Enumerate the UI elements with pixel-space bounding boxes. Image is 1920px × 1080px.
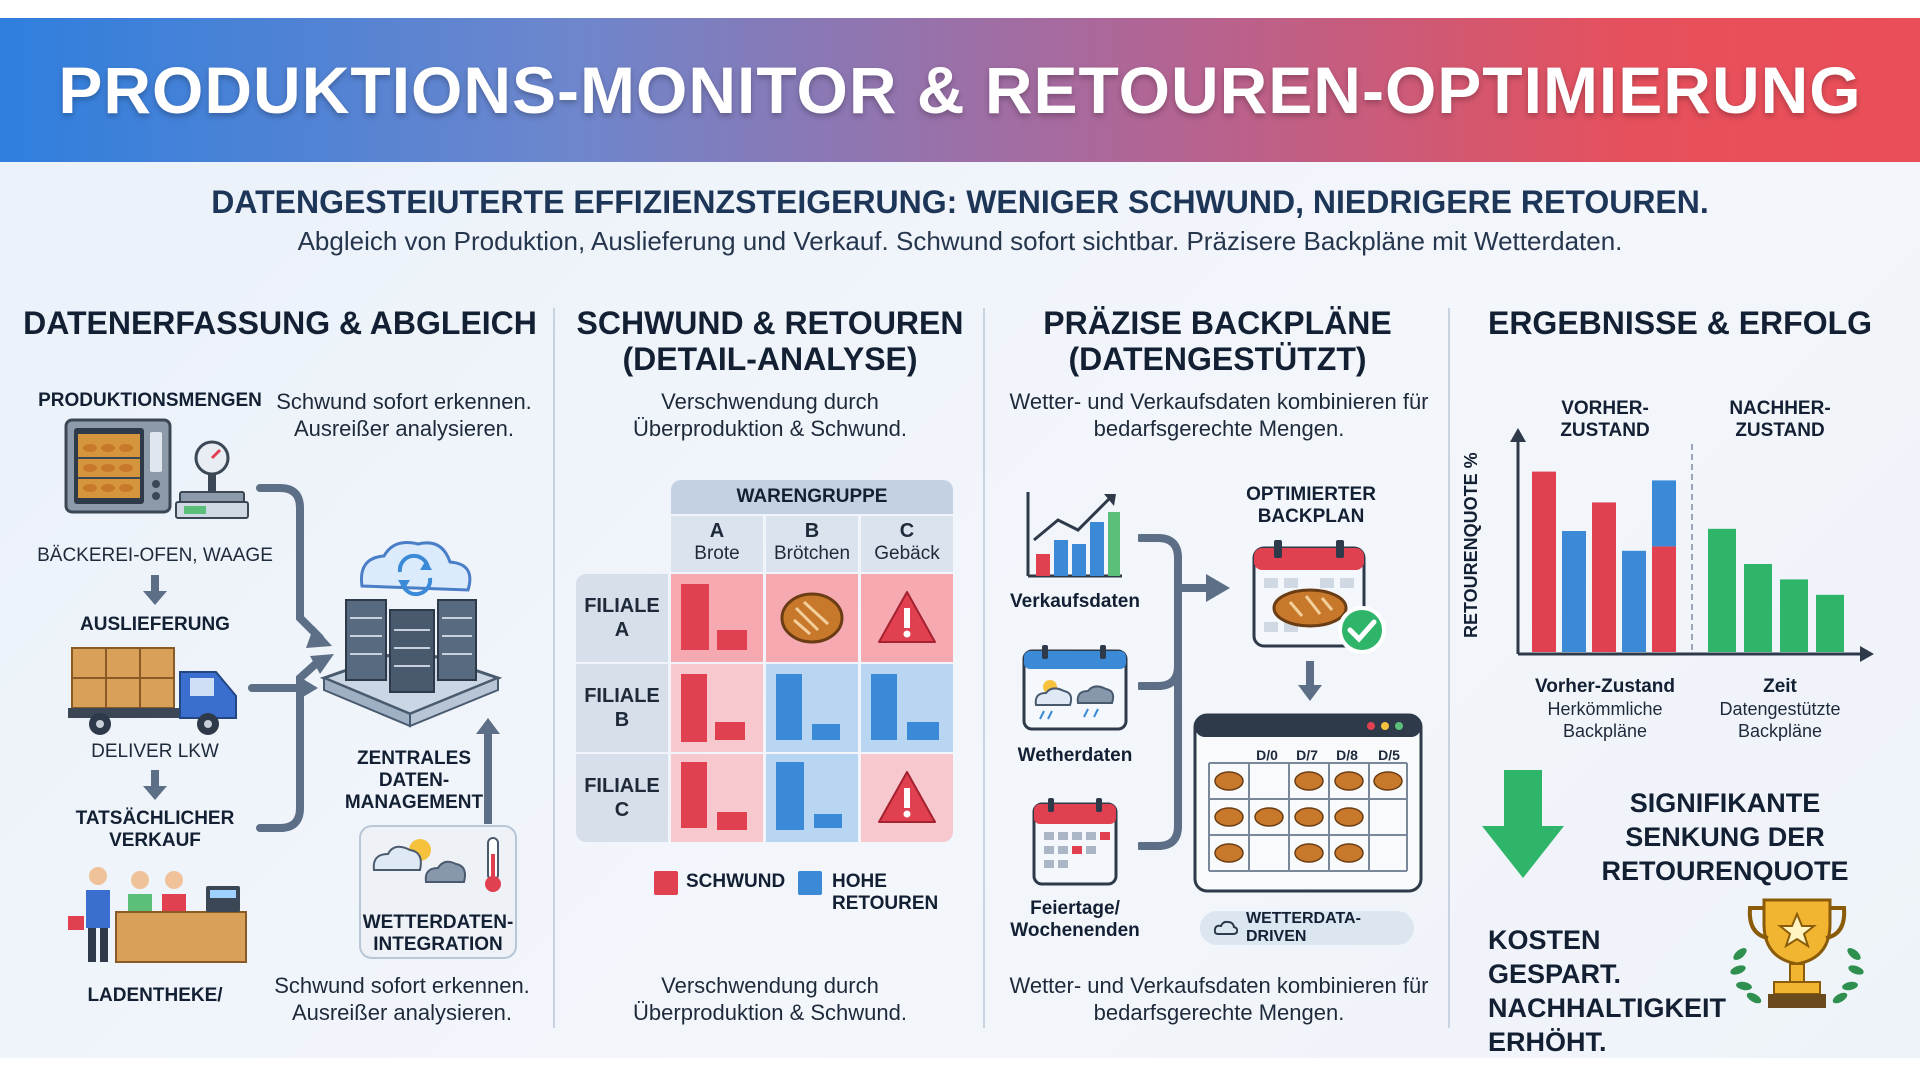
chart-bar-after bbox=[1744, 564, 1772, 652]
results-chart bbox=[1470, 428, 1876, 678]
cell-c-b bbox=[766, 754, 858, 842]
arrow-down-icon bbox=[143, 575, 167, 605]
cell-a-a bbox=[671, 574, 763, 662]
description: Abgleich von Produktion, Auslieferung un… bbox=[297, 226, 1623, 256]
legend-swatch-schwund bbox=[654, 871, 678, 895]
cell-b-b bbox=[766, 664, 858, 752]
plan-col-2: D/7 bbox=[1296, 747, 1318, 763]
arrow-down-icon bbox=[143, 770, 167, 800]
holiday-calendar-icon bbox=[1030, 796, 1120, 888]
scale-icon bbox=[174, 438, 250, 520]
holiday-label: Feiertage/ Wochenenden bbox=[1010, 898, 1140, 941]
oven-label: BÄCKEREI-OFEN, WAAGE bbox=[37, 545, 273, 566]
table-column-b: B Brötchen bbox=[766, 516, 858, 572]
col3-note-bottom: Wetter- und Verkaufsdaten kombinieren fü… bbox=[1009, 973, 1429, 1025]
infographic: PRODUKTIONS-MONITOR & RETOUREN-OPTIMIERU… bbox=[0, 18, 1920, 1058]
calendar-check-icon bbox=[1250, 538, 1390, 654]
before-head: VORHER-ZUSTAND bbox=[1560, 398, 1650, 441]
backplan-window bbox=[1193, 713, 1423, 893]
table-column-c: C Gebäck bbox=[861, 516, 953, 572]
chart-bar-before-blue bbox=[1652, 480, 1676, 547]
column-divider bbox=[1448, 308, 1450, 1028]
merge-arrows bbox=[1138, 518, 1238, 858]
col2-title: SCHWUND & RETOUREN (DETAIL-ANALYSE) bbox=[576, 305, 964, 377]
production-label: PRODUKTIONSMENGEN bbox=[38, 390, 262, 411]
optimized-plan-label: OPTIMIERTER BACKPLAN bbox=[1246, 484, 1376, 527]
col4-title: ERGEBNISSE & ERFOLG bbox=[1487, 305, 1873, 341]
x-before-title: Vorher-Zustand bbox=[1534, 676, 1676, 697]
table-group-header: WARENGRUPPE bbox=[671, 480, 953, 514]
server-cloud-icon bbox=[318, 538, 504, 738]
weather-calendar-icon bbox=[1020, 643, 1130, 733]
chart-bar-before-red bbox=[1532, 471, 1556, 652]
delivery-label: AUSLIEFERUNG bbox=[80, 614, 230, 635]
table-row-filiale-c: FILIALE C bbox=[576, 754, 668, 842]
col1-title: DATENERFASSUNG & ABGLEICH bbox=[23, 305, 537, 341]
x-after-title: Zeit bbox=[1763, 676, 1797, 697]
reduction-text: SIGNIFIKANTE SENKUNG DER RETOURENQUOTE bbox=[1601, 788, 1849, 886]
arrow-down-green-icon bbox=[1482, 770, 1564, 878]
y-axis bbox=[1510, 428, 1526, 654]
x-before-sub: Herkömmliche Backpläne bbox=[1547, 699, 1663, 741]
chart-bar-after bbox=[1708, 528, 1736, 652]
weatherdata-badge: WETTERDATA-DRIVEN bbox=[1200, 910, 1414, 945]
chart-bar-before-red bbox=[1652, 546, 1676, 652]
chart-bar-after bbox=[1816, 594, 1844, 652]
plan-col-1: D/0 bbox=[1256, 747, 1278, 763]
chart-bar-before-red bbox=[1592, 502, 1616, 652]
cloud-icon bbox=[1214, 920, 1238, 936]
sales-label: TATSÄCHLICHER VERKAUF bbox=[75, 808, 235, 851]
flow-arrows bbox=[240, 468, 350, 898]
title-banner: PRODUKTIONS-MONITOR & RETOUREN-OPTIMIERU… bbox=[0, 18, 1920, 162]
legend-schwund: SCHWUND bbox=[686, 871, 786, 892]
after-head: NACHHER-ZUSTAND bbox=[1729, 398, 1831, 441]
x-after-sub: Datengestützte Backpläne bbox=[1719, 699, 1841, 741]
column-divider bbox=[553, 308, 555, 1028]
sales-data-label: Verkaufsdaten bbox=[1010, 591, 1140, 612]
cell-c-a bbox=[671, 754, 763, 842]
chart-bar-before-blue bbox=[1562, 531, 1586, 652]
x-axis bbox=[1518, 646, 1874, 662]
plan-col-4: D/5 bbox=[1378, 747, 1400, 763]
col2-note-bottom: Verschwendung durch Überproduktion & Sch… bbox=[633, 973, 907, 1025]
shop-counter-icon bbox=[56, 856, 250, 966]
legend-swatch-retouren bbox=[798, 871, 822, 895]
outcome-text: KOSTEN GESPART. NACHHALTIGKEIT ERHÖHT. bbox=[1488, 925, 1726, 1057]
col3-title: PRÄZISE BACKPLÄNE (DATENGESTÜTZT) bbox=[1043, 305, 1392, 377]
truck-label: DELIVER LKW bbox=[91, 741, 219, 762]
trophy-icon bbox=[1722, 894, 1872, 1016]
truck-icon bbox=[66, 644, 244, 738]
counter-label: LADENTHEKE/ bbox=[87, 985, 223, 1006]
arrow-up-icon bbox=[476, 718, 500, 824]
legend-retouren: HOHE RETOUREN bbox=[832, 871, 939, 914]
col1-note-top: Schwund sofort erkennen. Ausreißer analy… bbox=[276, 389, 532, 441]
table-row-filiale-b: FILIALE B bbox=[576, 664, 668, 752]
oven-icon bbox=[64, 418, 172, 518]
bread-icon bbox=[766, 574, 858, 662]
page-title: PRODUKTIONS-MONITOR & RETOUREN-OPTIMIERU… bbox=[58, 53, 1862, 127]
central-label: ZENTRALES DATEN-MANAGEMENT bbox=[344, 748, 484, 813]
weather-integration-label: WETTERDATEN-INTEGRATION bbox=[362, 912, 514, 955]
col1-note-bottom: Schwund sofort erkennen. Ausreißer analy… bbox=[274, 973, 530, 1025]
weather-integration-card bbox=[358, 824, 518, 960]
column-divider bbox=[983, 308, 985, 1028]
table-row-filiale-a: FILIALE A bbox=[576, 574, 668, 662]
warning-icon bbox=[861, 754, 953, 842]
chart-bar-after bbox=[1780, 579, 1808, 652]
sales-chart-icon bbox=[1024, 488, 1124, 584]
cell-b-a bbox=[671, 664, 763, 752]
table-column-a: A Brote bbox=[671, 516, 763, 572]
weather-data-label: Wetherdaten bbox=[1017, 745, 1133, 766]
col2-note-top: Verschwendung durch Überproduktion & Sch… bbox=[633, 389, 907, 441]
chart-bar-before-blue bbox=[1622, 550, 1646, 652]
subtitle: DATENGESTEIUTERTE EFFIZIENZSTEIGERUNG: W… bbox=[211, 184, 1709, 220]
col3-note-top: Wetter- und Verkaufsdaten kombinieren fü… bbox=[1009, 389, 1429, 441]
plan-col-3: D/8 bbox=[1336, 747, 1358, 763]
cell-b-c bbox=[861, 664, 953, 752]
warning-icon bbox=[861, 574, 953, 662]
arrow-down-icon bbox=[1298, 661, 1322, 701]
